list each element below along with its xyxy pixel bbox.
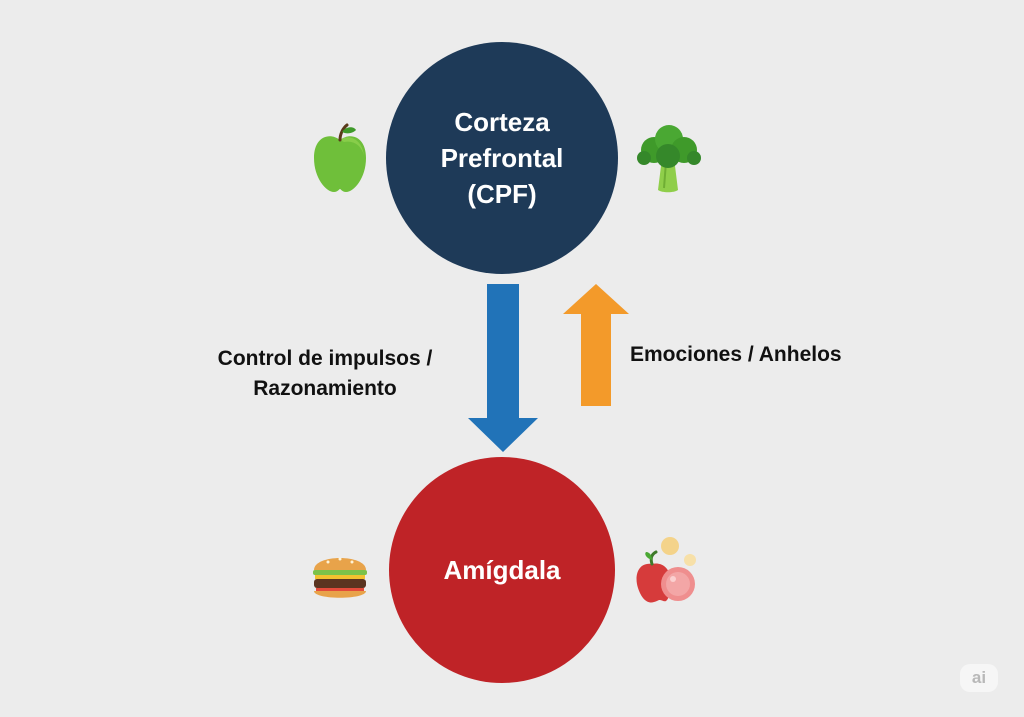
impulse-control-label-line2: Razonamiento — [253, 377, 397, 400]
down-arrow — [468, 284, 538, 452]
broccoli-icon — [637, 125, 701, 193]
emotions-cravings-label: Emociones / Anhelos — [630, 343, 842, 366]
prefrontal-cortex-node: Corteza Prefrontal (CPF) — [386, 42, 618, 274]
candy-fruit-icon — [636, 537, 696, 603]
amygdala-node: Amígdala — [389, 457, 615, 683]
amygdala-label: Amígdala — [443, 555, 561, 585]
impulse-control-label: Control de impulsos / Razonamiento — [190, 344, 460, 404]
prefrontal-cortex-label: Corteza Prefrontal (CPF) — [440, 107, 564, 209]
burger-icon — [313, 557, 367, 598]
green-apple-icon — [314, 123, 366, 192]
ai-watermark: ai — [960, 664, 998, 692]
up-arrow — [563, 284, 629, 406]
impulse-control-label-line1: Control de impulsos / — [217, 347, 433, 370]
